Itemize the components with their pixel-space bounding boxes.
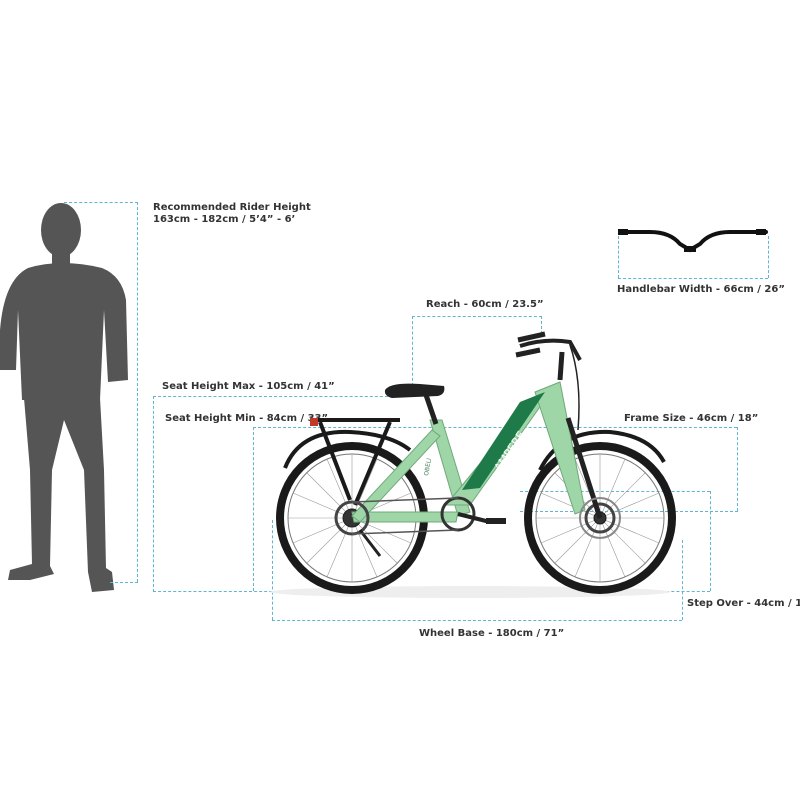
rider-height-label-title: Recommended Rider Height [153, 202, 311, 213]
seat-max-left-line [153, 396, 154, 592]
frame-size-label: Frame Size - 46cm / 18” [624, 413, 759, 424]
rider-height-top-line [64, 202, 138, 203]
wheel-base-left-line [272, 520, 273, 620]
frame-size-bottom-line [520, 511, 738, 512]
reach-right-line [541, 316, 542, 334]
step-over-top-line [520, 491, 710, 492]
seat-max-bottom-line [153, 591, 343, 592]
frame-size-left-line [253, 427, 254, 591]
wheel-base-label: Wheel Base - 180cm / 71” [419, 628, 565, 639]
model-text: OBELI [423, 457, 433, 476]
rider-height-bottom-line [110, 582, 138, 583]
handlebar-width-label: Handlebar Width - 66cm / 26” [617, 284, 785, 295]
step-over-right-line [710, 491, 711, 591]
reach-left-line [412, 316, 413, 386]
handlebar-left-line [618, 236, 619, 278]
seat-max-top-line [153, 396, 393, 397]
handlebar-right-line [768, 236, 769, 278]
rider-height-vertical-line [137, 202, 138, 582]
frame-size-top-line [253, 427, 737, 428]
handlebar-bottom-line [618, 278, 768, 279]
wheel-base-right-line [682, 540, 683, 620]
reach-top-line [412, 316, 542, 317]
frame-size-right-line [737, 427, 738, 511]
seat-height-max-label: Seat Height Max - 105cm / 41” [162, 381, 335, 392]
reach-label: Reach - 60cm / 23.5” [426, 299, 544, 310]
wheel-base-bottom-line [272, 620, 682, 621]
step-over-label: Step Over - 44cm / 17” [687, 598, 800, 609]
seat-height-min-label: Seat Height Min - 84cm / 33” [165, 413, 329, 424]
rear-wheel [276, 442, 428, 594]
rider-height-label-value: 163cm - 182cm / 5’4” - 6’ [153, 214, 296, 225]
